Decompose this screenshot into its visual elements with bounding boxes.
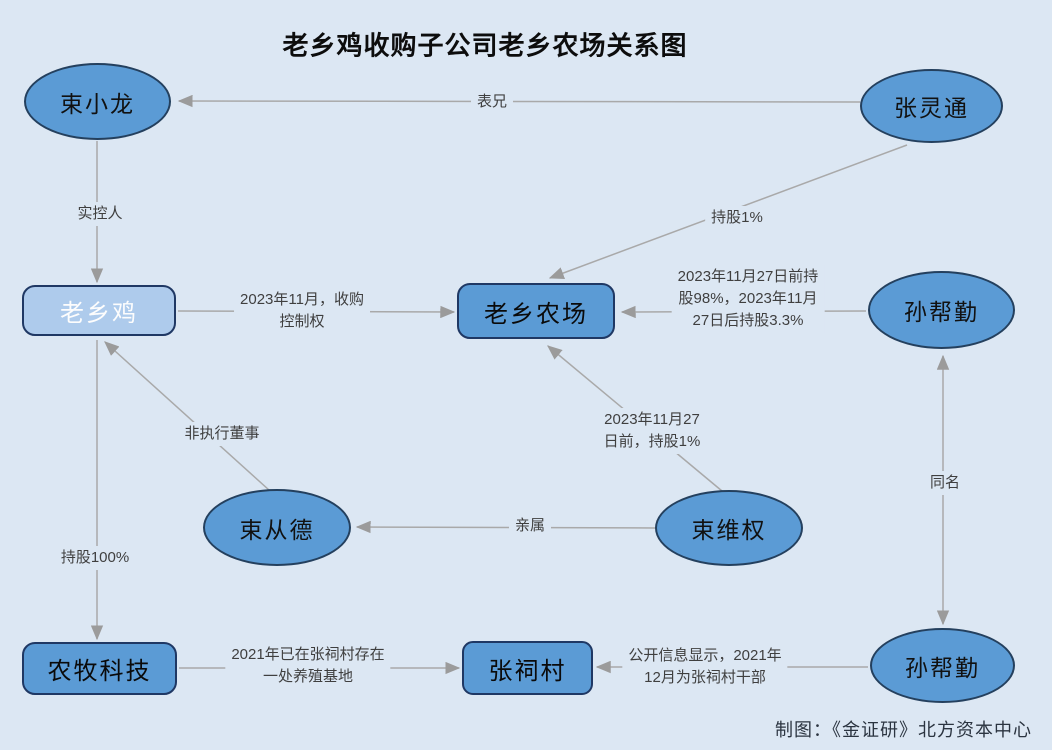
node-laoxiangji: 老乡鸡 bbox=[22, 285, 176, 336]
edge-cousin-line bbox=[177, 94, 861, 108]
edge-label-relative: 亲属 bbox=[508, 514, 552, 538]
edge-label-cousin: 表兄 bbox=[470, 90, 514, 114]
edge-label-non-exec-director: 非执行董事 bbox=[178, 422, 266, 446]
node-shu-congde: 束从德 bbox=[203, 489, 351, 566]
edge-label-breeding-base: 2021年已在张祠村存在 一处养殖基地 bbox=[225, 643, 391, 689]
edge-label-holds-98pct: 2023年11月27日前持 股98%，2023年11月 27日后持股3.3% bbox=[671, 265, 825, 333]
edge-label-holds-1pct: 持股1% bbox=[705, 206, 769, 230]
node-zhangci-village: 张祠村 bbox=[462, 641, 593, 695]
node-shu-xiaolong: 束小龙 bbox=[24, 63, 171, 140]
credit-text: 制图：《金证研》北方资本中心 bbox=[775, 720, 1032, 740]
edge-label-holds-1pct-before: 2023年11月27 日前，持股1% bbox=[597, 408, 707, 454]
edge-label-acquire-control: 2023年11月，收购 控制权 bbox=[234, 288, 370, 334]
edge-label-village-cadre: 公开信息显示，2021年 12月为张祠村干部 bbox=[622, 644, 788, 690]
edge-label-actual-controller: 实控人 bbox=[71, 202, 129, 226]
node-sun-bangqin-bottom: 孙帮勤 bbox=[870, 628, 1015, 703]
edge-label-holds-100pct: 持股100% bbox=[54, 546, 136, 570]
edge-label-same-name: 同名 bbox=[923, 471, 967, 495]
node-nongmu-tech: 农牧科技 bbox=[22, 642, 177, 695]
node-zhang-lingtong: 张灵通 bbox=[860, 69, 1003, 143]
node-shu-weiquan: 束维权 bbox=[655, 490, 803, 566]
edge-non-exec-director-line bbox=[104, 341, 270, 491]
node-laoxiang-farm: 老乡农场 bbox=[457, 283, 615, 339]
node-sun-bangqin-top: 孙帮勤 bbox=[868, 271, 1015, 349]
edge-relative-line bbox=[355, 520, 656, 534]
page-title: 老乡鸡收购子公司老乡农场关系图 bbox=[282, 30, 688, 61]
